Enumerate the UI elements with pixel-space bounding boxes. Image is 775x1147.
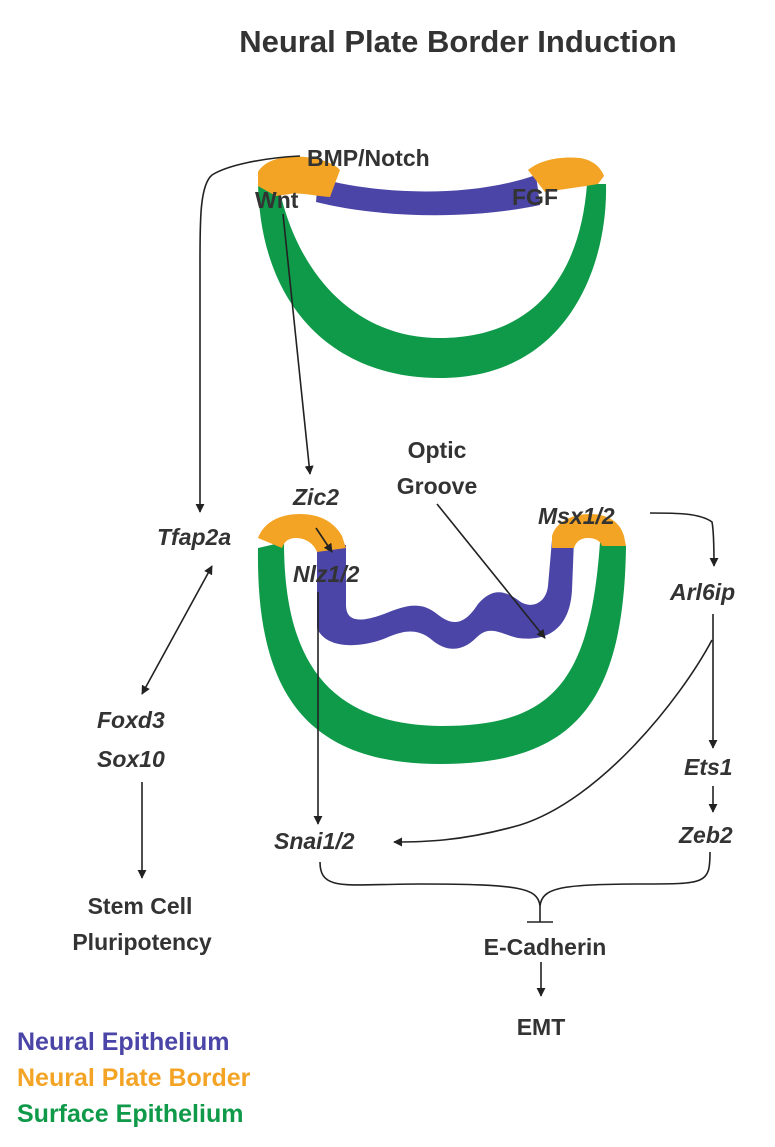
stem-cell-label-line1: Stem Cell: [88, 893, 193, 919]
arl6ip-label: Arl6ip: [669, 579, 735, 605]
arrow-arl6ip-to-snai: [393, 639, 713, 847]
optic-groove-label-line2: Groove: [397, 473, 478, 499]
emt-label: EMT: [517, 1014, 566, 1040]
arrow-tfap2a-foxd3-bidirectional: [141, 565, 213, 695]
wnt-label: Wnt: [255, 187, 299, 213]
arrow-bmp-to-tfap2a: [195, 155, 301, 513]
arrow-optic-groove-pointer: [436, 503, 546, 639]
legend-surface-epithelium: Surface Epithelium: [17, 1100, 243, 1128]
bottom-surface-epithelium: [257, 542, 626, 764]
bottom-tissue: [257, 514, 626, 764]
arrow-msx-to-arl6ip: [649, 512, 719, 567]
bottom-neural-epithelium: [317, 540, 574, 649]
top-neural-epithelium: [316, 175, 540, 216]
e-cadherin-label: E-Cadherin: [484, 934, 607, 960]
top-tissue: [258, 156, 607, 378]
arrow-zic2-to-nlz: [315, 527, 333, 553]
zeb2-label: Zeb2: [678, 822, 733, 848]
nlz-label: Nlz1/2: [293, 561, 360, 587]
converging-bracket: [319, 851, 711, 907]
bottom-neural-plate-border-left: [258, 514, 346, 552]
legend-neural-plate-border: Neural Plate Border: [17, 1064, 251, 1092]
optic-groove-label-line1: Optic: [408, 437, 467, 463]
legend: Neural Epithelium Neural Plate Border Su…: [17, 1028, 251, 1128]
top-neural-plate-border-right: [528, 157, 604, 192]
msx-label: Msx1/2: [538, 503, 615, 529]
legend-neural-epithelium: Neural Epithelium: [17, 1028, 230, 1056]
fgf-label: FGF: [512, 184, 558, 210]
ets1-label: Ets1: [684, 754, 733, 780]
stem-cell-label-line2: Pluripotency: [72, 929, 212, 955]
zic2-label: Zic2: [292, 484, 339, 510]
bottom-neural-plate-border-right: [552, 514, 626, 548]
bmp-notch-label: BMP/Notch: [307, 145, 430, 171]
top-surface-epithelium: [258, 172, 607, 378]
diagram-title: Neural Plate Border Induction: [239, 24, 677, 59]
foxd3-label: Foxd3: [97, 707, 165, 733]
arrow-wnt-to-zic2: [282, 213, 314, 475]
arrows: [137, 155, 719, 997]
sox10-label: Sox10: [97, 746, 165, 772]
tfap2a-label: Tfap2a: [157, 524, 231, 550]
top-neural-plate-border-left: [258, 156, 340, 197]
snai-label: Snai1/2: [274, 828, 355, 854]
